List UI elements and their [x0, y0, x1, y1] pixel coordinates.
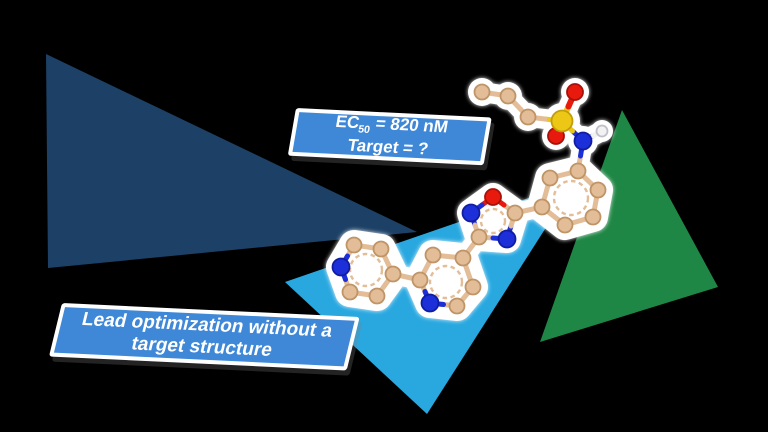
pyridine-a-dash-circle: [348, 252, 384, 288]
lead-optimization-label-box: Lead optimization without a target struc…: [48, 303, 360, 371]
cyan-triangle: [285, 182, 575, 414]
benzene-dash-circle: [552, 179, 590, 217]
pyridine-b-dash-circle: [428, 264, 464, 300]
pyridine-ring-b: [417, 252, 476, 309]
ec50-label-box: EC50 = 820 nM Target = ?: [287, 108, 492, 166]
nitrogen-atom: [331, 257, 351, 277]
green-triangle: [540, 110, 718, 342]
nitrogen-atom: [461, 203, 481, 223]
hydrogen-atom: [595, 124, 609, 138]
benzene-ring: [539, 168, 601, 228]
ec50-rest: = 820 nM: [369, 113, 450, 137]
nitrogen-atom: [573, 131, 593, 151]
oxygen-atom: [566, 83, 584, 101]
navy-triangle: [46, 54, 417, 268]
sulfonamide-bonds: [479, 89, 605, 174]
oxygen-atom: [547, 127, 565, 145]
oxadiazole-dash-circle: [479, 207, 507, 235]
pyridine-ring-a: [338, 242, 396, 299]
oxadiazole-ring: [468, 194, 518, 242]
sulfur-atom: [550, 109, 574, 133]
aromatic-ring-dashes: [348, 179, 590, 300]
nitrogen-atom: [420, 293, 440, 313]
lead-optimization-text: Lead optimization without a target struc…: [79, 309, 335, 361]
nitrogen-atom: [497, 229, 517, 249]
oxygen-atom: [484, 188, 502, 206]
